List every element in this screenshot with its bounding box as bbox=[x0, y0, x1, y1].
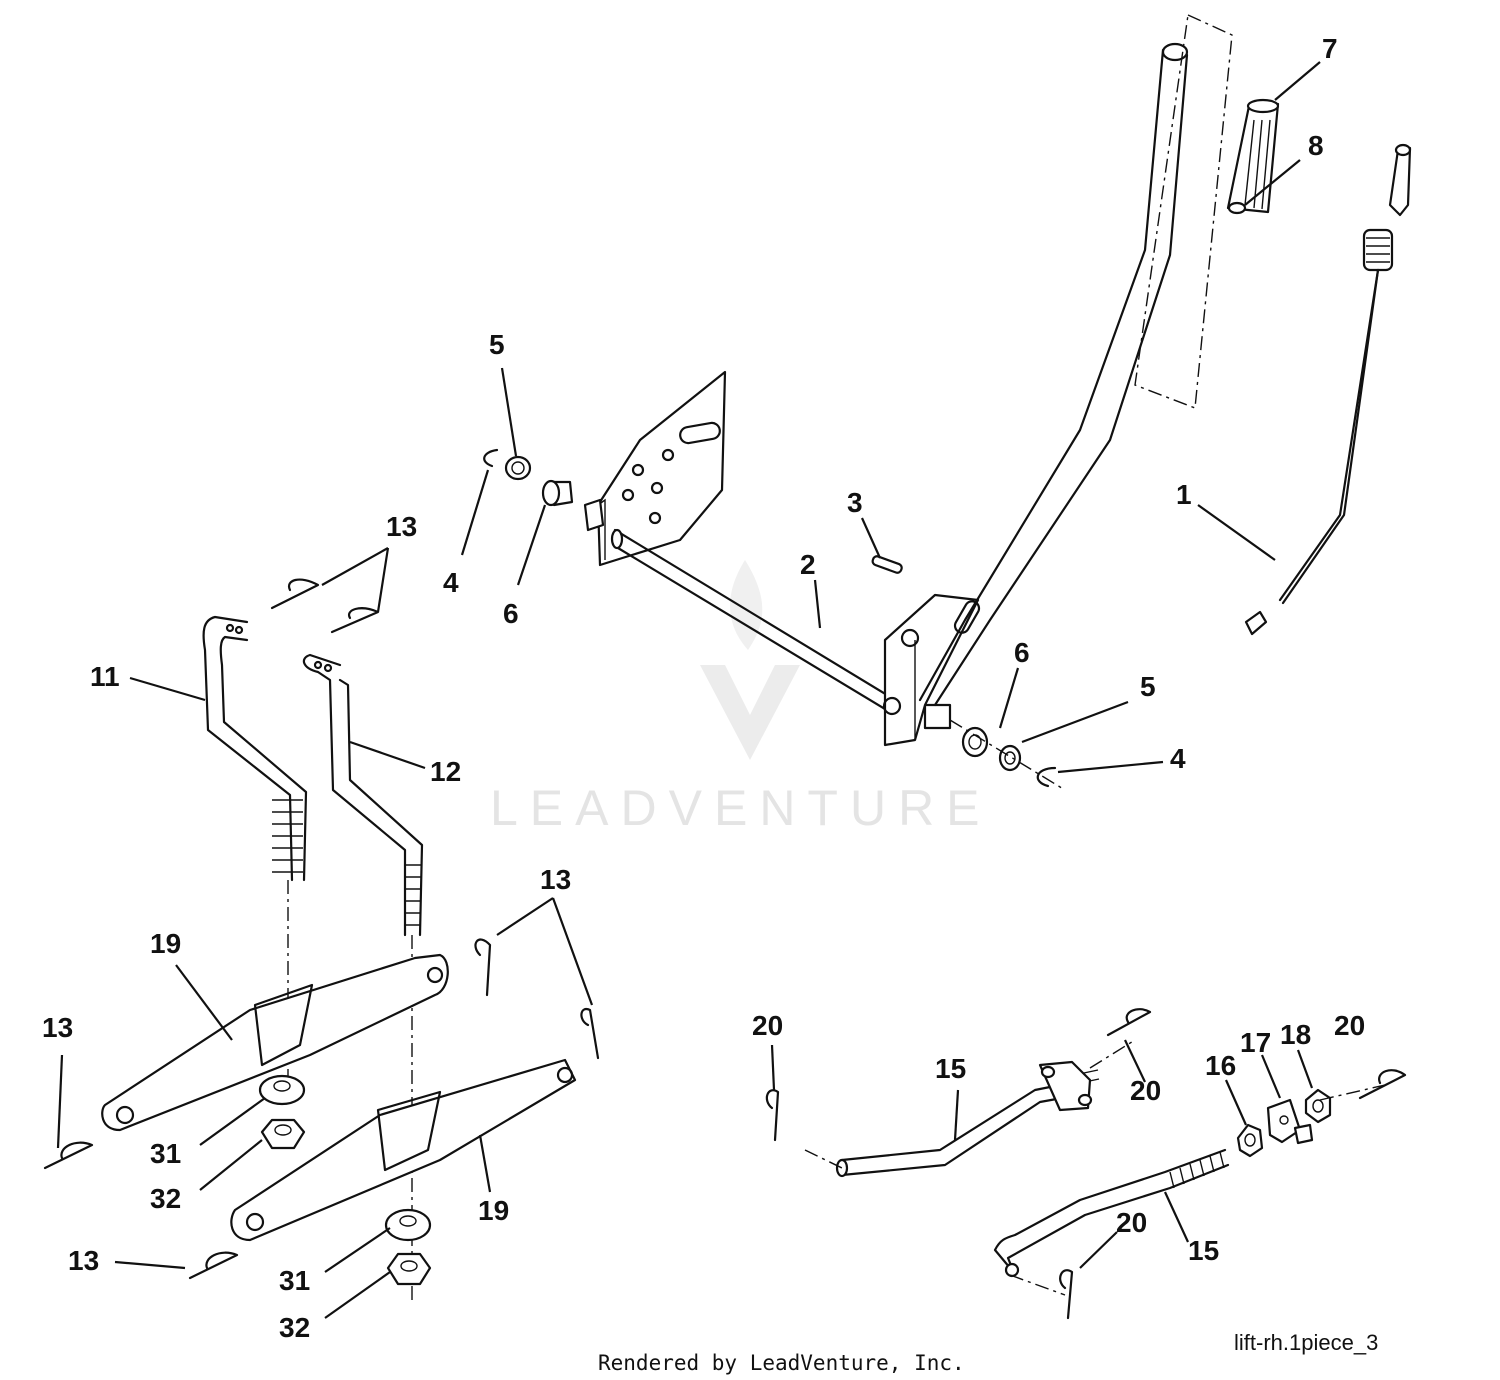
part-20-hairpin-clip-1[interactable] bbox=[765, 1089, 780, 1142]
part-13-hairpin-clip-2[interactable] bbox=[330, 607, 380, 634]
part-3-roll-pin[interactable] bbox=[871, 555, 903, 574]
callout-20-lower: 20 bbox=[1116, 1207, 1147, 1238]
callout-31-lower: 31 bbox=[279, 1265, 310, 1296]
rod-axis-line-upper bbox=[1089, 1039, 1136, 1069]
part-17-trunnion-block[interactable] bbox=[1266, 1098, 1314, 1145]
part-18-nut[interactable] bbox=[1304, 1088, 1332, 1124]
rod-axis-line-lower bbox=[1009, 1274, 1066, 1296]
callout-labels: 1 2 3 4 4 5 5 6 6 7 8 11 12 13 13 13 13 … bbox=[42, 33, 1365, 1343]
phantom-grip-outline bbox=[1134, 13, 1233, 409]
part-20-hairpin-clip-2[interactable] bbox=[1106, 1008, 1152, 1037]
part-19-lift-arm-lower[interactable] bbox=[230, 1058, 577, 1242]
callout-4-left: 4 bbox=[443, 567, 459, 598]
shaft-axis-line-right bbox=[949, 719, 1066, 791]
footer-credit: Rendered by LeadVenture, Inc. bbox=[598, 1351, 965, 1375]
part-11-lift-link-left[interactable] bbox=[202, 615, 308, 882]
rod-axis-line-right bbox=[1319, 1084, 1386, 1101]
part-4-clip-left[interactable] bbox=[483, 448, 499, 468]
callout-15-lower: 15 bbox=[1188, 1235, 1219, 1266]
callout-32-upper: 32 bbox=[150, 1183, 181, 1214]
part-13-hairpin-clip-1[interactable] bbox=[270, 578, 320, 610]
callout-5-right: 5 bbox=[1140, 671, 1156, 702]
watermark: LEADVENTURE bbox=[490, 560, 992, 836]
callout-19-lower: 19 bbox=[478, 1195, 509, 1226]
callout-31-upper: 31 bbox=[150, 1138, 181, 1169]
callout-18: 18 bbox=[1280, 1019, 1311, 1050]
callout-20-upper: 20 bbox=[1130, 1075, 1161, 1106]
part-6-bushing-left[interactable] bbox=[541, 479, 574, 507]
part-16-nut[interactable] bbox=[1236, 1123, 1264, 1158]
part-6-bushing-right[interactable] bbox=[961, 726, 989, 758]
part-19-lift-arm-upper[interactable] bbox=[101, 953, 449, 1132]
part-13-hairpin-clip-5[interactable] bbox=[43, 1141, 94, 1170]
callout-7: 7 bbox=[1322, 33, 1338, 64]
part-1-lift-rod[interactable] bbox=[1244, 143, 1412, 636]
callout-20-left: 20 bbox=[752, 1010, 783, 1041]
lift-lever-handle[interactable] bbox=[918, 42, 1189, 707]
part-7-grip[interactable] bbox=[1226, 98, 1280, 214]
part-31-bushing-lower[interactable] bbox=[384, 1208, 432, 1242]
part-20-hairpin-clip-4[interactable] bbox=[1059, 1269, 1074, 1320]
callout-13-top: 13 bbox=[386, 511, 417, 542]
callout-16: 16 bbox=[1205, 1050, 1236, 1081]
drawing-reference: lift-rh.1piece_3 bbox=[1234, 1330, 1378, 1355]
rod-axis-line-left bbox=[804, 1149, 843, 1169]
part-5-washer-left[interactable] bbox=[504, 455, 532, 481]
part-13-hairpin-clip-6[interactable] bbox=[188, 1251, 239, 1280]
callout-6-right: 6 bbox=[1014, 637, 1030, 668]
callout-13-left: 13 bbox=[42, 1012, 73, 1043]
part-8-plug[interactable] bbox=[1227, 201, 1247, 215]
part-4-clip-right[interactable] bbox=[1036, 766, 1057, 788]
callout-13-mid: 13 bbox=[540, 864, 571, 895]
callout-32-lower: 32 bbox=[279, 1312, 310, 1343]
part-13-hairpin-clip-3[interactable] bbox=[474, 938, 492, 997]
watermark-logo bbox=[700, 665, 800, 760]
callout-12: 12 bbox=[430, 756, 461, 787]
part-5-washer-right[interactable] bbox=[998, 744, 1022, 772]
part-31-bushing-upper[interactable] bbox=[258, 1074, 306, 1106]
part-13-hairpin-clip-4[interactable] bbox=[580, 1007, 600, 1060]
part-12-lift-link-right[interactable] bbox=[302, 653, 424, 937]
leader-lines bbox=[56, 61, 1321, 1319]
callout-6-left: 6 bbox=[503, 598, 519, 629]
callout-4-right: 4 bbox=[1170, 743, 1186, 774]
callout-8: 8 bbox=[1308, 130, 1324, 161]
callout-1: 1 bbox=[1176, 479, 1192, 510]
callout-3: 3 bbox=[847, 487, 863, 518]
watermark-text: LEADVENTURE bbox=[490, 780, 992, 836]
part-32-nut-upper[interactable] bbox=[260, 1118, 306, 1150]
adjuster-block-upper[interactable] bbox=[1038, 1060, 1093, 1112]
part-2-lift-shaft[interactable] bbox=[583, 370, 980, 747]
part-20-hairpin-clip-3[interactable] bbox=[1358, 1069, 1407, 1100]
callout-15-upper: 15 bbox=[935, 1053, 966, 1084]
part-15-adjust-rod-lower[interactable] bbox=[993, 1148, 1230, 1278]
callout-20-right: 20 bbox=[1334, 1010, 1365, 1041]
callout-19-upper: 19 bbox=[150, 928, 181, 959]
part-32-nut-lower[interactable] bbox=[386, 1252, 432, 1286]
callout-11: 11 bbox=[90, 661, 120, 692]
callout-2: 2 bbox=[800, 549, 816, 580]
callout-13-bottom: 13 bbox=[68, 1245, 99, 1276]
callout-5-left: 5 bbox=[489, 329, 505, 360]
callout-17: 17 bbox=[1240, 1027, 1271, 1058]
